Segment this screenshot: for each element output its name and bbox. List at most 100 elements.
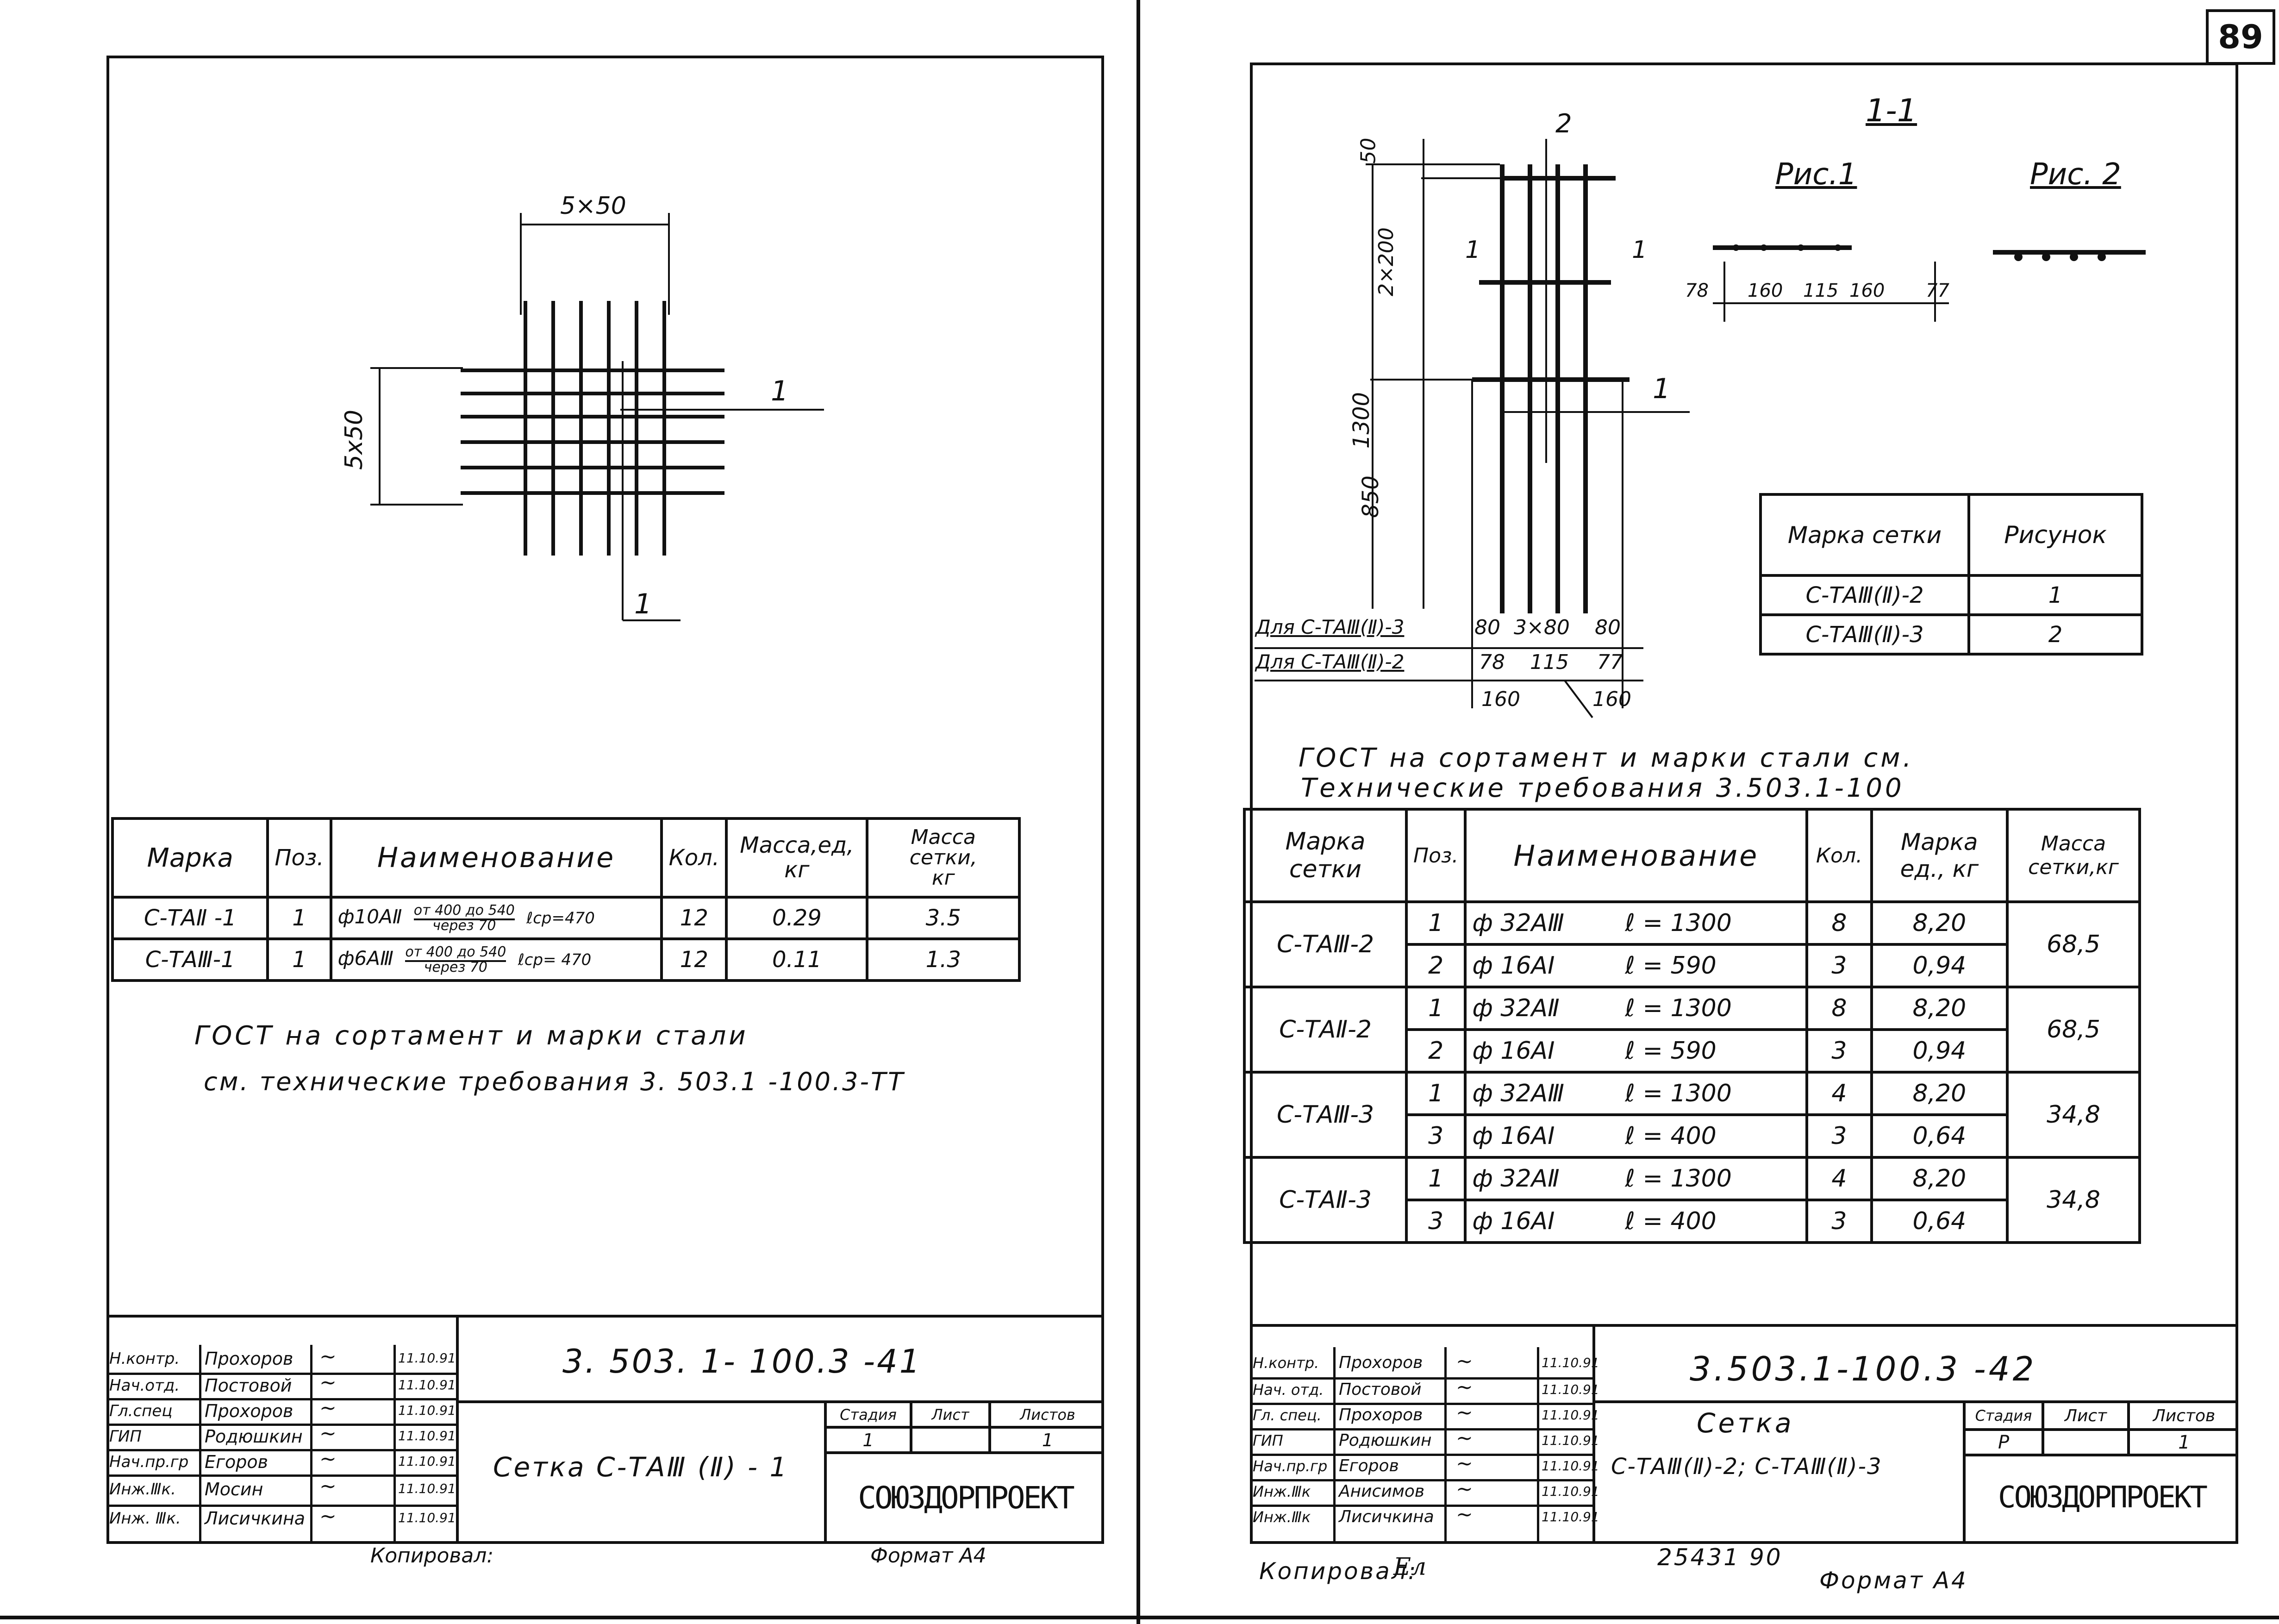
row-qty: 3 [1805, 1199, 1873, 1244]
row-mass-mesh: 1.3 [866, 937, 1021, 982]
group-mass: 68,5 [2006, 900, 2141, 988]
row-name-text: ф6АⅢ [337, 947, 393, 970]
table-row: С-ТАⅢ(Ⅱ)-2 1 [1759, 574, 2143, 616]
name: Егоров [205, 1452, 268, 1472]
col-mass-unit: Масса,ед, кг [725, 817, 869, 899]
left-stamp-row-1: Нач.отд. Постовой ~ 11.10.91 [106, 1371, 456, 1400]
left-sheet-label: Лист [931, 1405, 969, 1424]
left-stamp-row-2: Гл.спец Прохоров ~ 11.10.91 [106, 1396, 456, 1426]
row-name-text: ф10АⅡ [337, 905, 402, 928]
dim2-115: 115 [1530, 650, 1569, 674]
left-stamp-top [106, 1315, 1104, 1318]
role: Нач.пр.гр [109, 1453, 189, 1471]
group-mark: С-ТАⅢ-2 [1243, 900, 1408, 988]
section-title: 1-1 [1866, 93, 1917, 129]
name: Прохоров [1339, 1405, 1423, 1424]
col-mass-mesh-text-2: сетки, [909, 846, 977, 869]
left-note-line2: см. технические требования 3. 503.1 -100… [204, 1067, 905, 1096]
row-pos: 2 [1405, 1028, 1467, 1074]
role: Инж.Ⅲк [1253, 1483, 1311, 1500]
col-mass-mesh-kg: кг [931, 866, 955, 890]
date: 11.10.91 [398, 1428, 456, 1443]
right-stamp-row-4: Нач.пр.гр Егоров ~ 11.10.91 [1250, 1452, 1599, 1481]
table-row: С-ТАⅢ(Ⅱ)-3 2 [1759, 613, 2143, 656]
name: Родюшкин [205, 1426, 303, 1447]
right-copied: Копировал: [1259, 1558, 1418, 1585]
row-mass-unit: 0.29 [725, 896, 869, 940]
left-stamp-row-6: Инж. Ⅲк. Лисичкина ~ 11.10.91 [106, 1505, 456, 1542]
row-mass-unit: 0.11 [725, 937, 869, 982]
name: ф 16АⅠ [1472, 952, 1555, 980]
figure-cell: 1 [1967, 574, 2143, 616]
name: ф 16АⅠ [1472, 1122, 1555, 1150]
group-mass: 34,8 [2006, 1156, 2141, 1244]
right-stamp-row-2: Гл. спец. Прохоров ~ 11.10.91 [1250, 1401, 1599, 1430]
row-pos: 1 [266, 896, 332, 940]
row-mass-mesh: 3.5 [866, 896, 1021, 940]
right-stamp-code: 3.503.1-100.3 -42 [1690, 1349, 2037, 1388]
row-unit: 8,20 [1870, 900, 2009, 946]
right-stamp-vline4 [2127, 1400, 2130, 1454]
right-stamp-hline3 [1963, 1454, 2238, 1456]
row-qty: 8 [1805, 986, 1873, 1031]
right-stamp-hline [1592, 1400, 2238, 1403]
date: 11.10.91 [1542, 1484, 1599, 1499]
grid-v2 [1444, 1347, 1447, 1544]
row-unit: 0,94 [1870, 943, 2009, 988]
left-stamp-vline [456, 1315, 459, 1544]
row-unit: 8,20 [1870, 1156, 2009, 1201]
date: 11.10.91 [398, 1377, 456, 1393]
row-unit: 0,64 [1870, 1199, 2009, 1244]
right-stamp-row-0: Н.контр. Прохоров ~ 11.10.91 [1250, 1349, 1599, 1380]
role: Нач.пр.гр [1253, 1457, 1328, 1475]
dim-850: 850 [1357, 475, 1384, 518]
left-copied: Копировал: [370, 1544, 494, 1568]
left-stamp-hline [456, 1400, 1104, 1403]
length: ℓ = 590 [1625, 1037, 1717, 1065]
left-stamp-row-4: Нач.пр.гр Егоров ~ 11.10.91 [106, 1447, 456, 1477]
right-inventory: 25431 90 [1657, 1544, 1783, 1571]
length: ℓ = 1300 [1625, 994, 1732, 1022]
length: ℓ = 400 [1625, 1122, 1717, 1150]
group-mark: С-ТАⅡ-2 [1243, 986, 1408, 1074]
row-note-bottom: через 70 [432, 918, 496, 934]
row-name: ф6АⅢ от 400 до 540 через 70 ℓср= 470 [329, 937, 663, 982]
right-stage-label: Стадия [1975, 1407, 2032, 1424]
col-mass-unit-kg: кг [784, 857, 810, 883]
right-stamp-row-1: Нач. отд. Постовой ~ 11.10.91 [1250, 1375, 1599, 1405]
col-mass-mesh: Масса сетки,кг [2006, 808, 2141, 903]
fig-dim-115: 115 [1803, 280, 1839, 301]
left-sheets-label: Листов [1020, 1405, 1075, 1424]
col-mark: Марка сетки [1243, 808, 1408, 903]
row-mark: С-ТАⅡ -1 [111, 896, 269, 940]
page-divider [1136, 0, 1140, 1624]
row-length: ℓср= 470 [518, 950, 592, 969]
right-stamp-vline2 [1963, 1400, 1966, 1544]
left-stamp-row-0: Н.контр. Прохоров ~ 11.10.91 [106, 1345, 456, 1375]
right-stamp-row-5: Инж.Ⅲк Анисимов ~ 11.10.91 [1250, 1477, 1599, 1507]
date: 11.10.91 [398, 1350, 456, 1366]
signature-icon: ~ [1456, 1477, 1473, 1501]
role: Инж. Ⅲк. [109, 1509, 181, 1528]
signature-icon: ~ [319, 1474, 337, 1498]
right-stamp-title2: С-ТАⅢ(Ⅱ)-2; С-ТАⅢ(Ⅱ)-3 [1611, 1454, 1882, 1480]
row-name: ф 16АⅠ ℓ = 400 [1464, 1113, 1809, 1159]
right-sheet-label: Лист [2064, 1406, 2107, 1425]
left-format: Формат А4 [870, 1544, 987, 1568]
row-pos: 1 [1405, 1156, 1467, 1201]
left-spec-table: Марка Поз. Наименование Кол. Масса,ед, к… [111, 817, 1021, 982]
signature-icon: ~ [319, 1447, 337, 1471]
date: 11.10.91 [1542, 1509, 1599, 1524]
row-qty: 4 [1805, 1156, 1873, 1201]
right-sheets-value: 1 [2178, 1431, 2190, 1453]
dim-2x200: 2×200 [1374, 227, 1398, 296]
fig-dim-160b: 160 [1849, 280, 1885, 301]
left-stamp-row-5: Инж.Ⅲк. Мосин ~ 11.10.91 [106, 1474, 456, 1507]
